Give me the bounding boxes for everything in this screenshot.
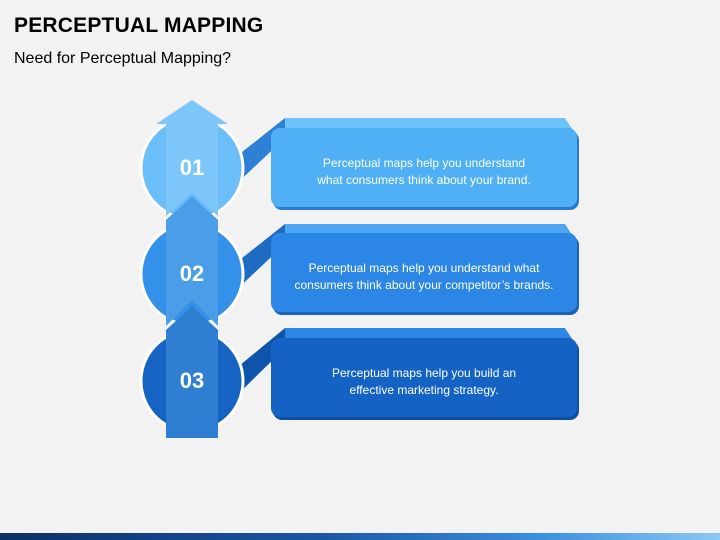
step-2-text-line-2: consumers think about your competitor’s …: [294, 278, 554, 292]
step-3-text-line-1: Perceptual maps help you build an: [331, 366, 517, 380]
step-1-number: 01: [179, 155, 205, 180]
step-2-number: 02: [179, 261, 205, 286]
step-1-text-line-2: what consumers think about your brand.: [317, 173, 531, 187]
step-3-text-line-2: effective marketing strategy.: [349, 383, 499, 397]
slide-subtitle: Need for Perceptual Mapping?: [14, 50, 232, 67]
step-3-panel: [222, 328, 579, 420]
arrow-segment-1: [156, 100, 228, 216]
step-3-number: 03: [179, 368, 205, 393]
step-2-text: Perceptual maps help you understand what…: [272, 260, 576, 294]
step-1-text-line-1: Perceptual maps help you understand: [322, 156, 526, 170]
step-1-card: [271, 128, 577, 207]
step-1-panel: [222, 118, 579, 210]
step-2-card: [271, 233, 577, 312]
step-1-text: Perceptual maps help you understand what…: [272, 155, 576, 189]
bottom-accent-bar: [0, 533, 720, 540]
step-3-card: [271, 338, 577, 417]
arrow-segment-2: [166, 196, 218, 326]
step-2-text-line-1: Perceptual maps help you understand what: [308, 261, 540, 275]
step-3-text: Perceptual maps help you build an effect…: [272, 365, 576, 399]
slide-title: PERCEPTUAL MAPPING: [14, 14, 264, 37]
vertical-arrow: [156, 100, 228, 438]
arrow-segment-3: [166, 306, 218, 438]
